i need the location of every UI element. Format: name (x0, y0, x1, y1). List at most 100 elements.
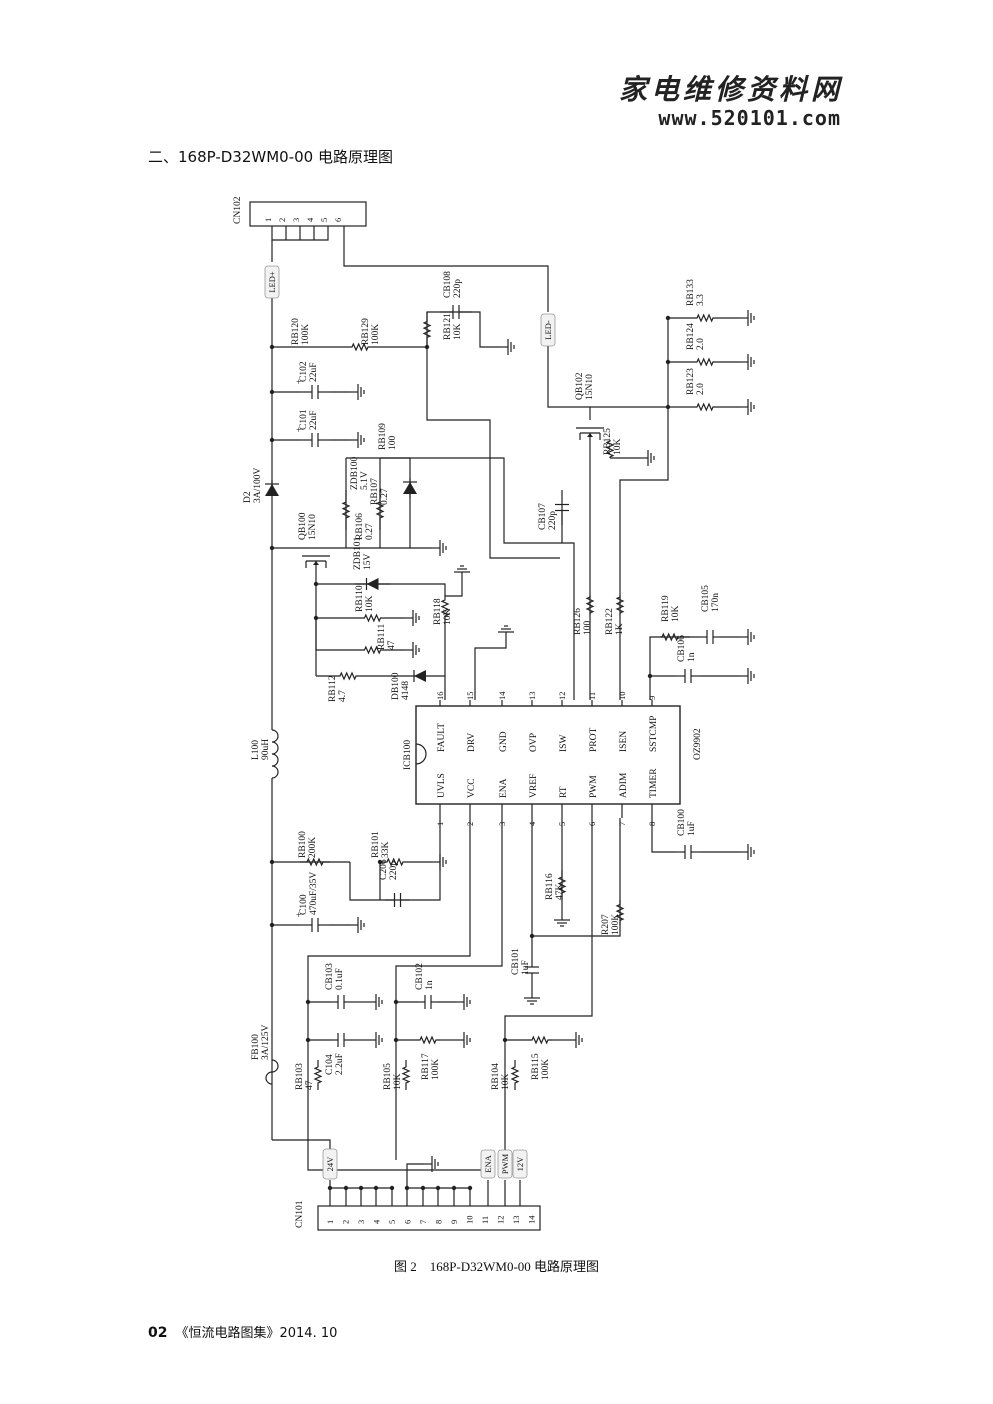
mosfet-qb102 (576, 427, 604, 440)
ic-pin-6: 6 (587, 822, 597, 826)
ground-symbol (424, 1156, 439, 1172)
ic-oz9902 (415, 705, 681, 805)
cb106-value: 1n (687, 652, 697, 662)
inductor-l100 (271, 729, 279, 779)
db100-value: 4148 (401, 681, 411, 700)
rb104-ref: RB104 (491, 1063, 501, 1090)
resistor-rb125 (605, 440, 615, 458)
ic-pin-name-vcc: VCC (467, 778, 477, 798)
rb123-value: 2.0 (696, 383, 706, 395)
rb124-ref: RB124 (686, 323, 696, 350)
rb121-value: 10K (453, 324, 463, 341)
ic-pin-name-pwm: PWM (589, 775, 599, 798)
ic-pin-2: 2 (465, 822, 475, 826)
rb118-value: 10K (443, 609, 453, 626)
cb100-ref: CB100 (677, 809, 687, 836)
ground-symbol (405, 610, 420, 626)
ground-symbol (368, 994, 383, 1010)
ground-symbol (568, 1032, 583, 1048)
ic-pin-name-sstcmp: SSTCMP (649, 716, 659, 752)
cb108-value: 220p (453, 279, 463, 298)
net-ena (480, 1149, 496, 1179)
cn102-pin-6: 6 (333, 218, 343, 222)
resistor-rb118 (440, 596, 450, 620)
zdb100-value: 5.1V (360, 471, 370, 490)
ground-symbol (740, 399, 755, 415)
rb104-value: 10K (501, 1074, 511, 1091)
resistor-rb119 (660, 632, 680, 642)
ic-pin-name-drv: DRV (467, 733, 477, 752)
rb106-ref: RB106 (355, 513, 365, 540)
rb125-value: 10K (613, 439, 623, 456)
rb105-value: 10K (393, 1074, 403, 1091)
cb103-value: 0.1uF (335, 968, 345, 990)
rb110-value: 10K (365, 596, 375, 613)
components (249, 201, 755, 1231)
capacitor-cb105 (700, 630, 720, 644)
ground-symbol (740, 844, 755, 860)
c104-value: 2.2uF (335, 1053, 345, 1075)
section-title: 二、168P-D32WM0-00 电路原理图 (148, 148, 393, 166)
rb110-ref: RB110 (355, 585, 365, 612)
cn101-pin-13: 13 (511, 1216, 521, 1225)
rb115-value: 100K (541, 1059, 551, 1080)
wires (269, 226, 740, 1206)
rb115-ref: RB115 (531, 1053, 541, 1080)
ic-part-number: OZ9902 (693, 728, 703, 760)
rb111-value: 47 (387, 640, 397, 650)
ground-symbol (498, 625, 514, 640)
capacitor-c104 (330, 1033, 352, 1047)
ground-symbol (350, 384, 365, 400)
ground-symbol (456, 994, 471, 1010)
cn102-pin-2: 2 (277, 218, 287, 222)
ground-symbol (740, 354, 755, 370)
figure-caption: 图 2 168P-D32WM0-00 电路原理图 (393, 1259, 600, 1274)
zdb101-value: 15V (363, 554, 373, 571)
fuse-fb100 (265, 1059, 279, 1085)
c102-value: 22uF (309, 362, 319, 382)
ic-pin-10: 10 (617, 692, 627, 701)
resistor-rb122 (615, 595, 625, 615)
r207-value: 100K (611, 914, 621, 935)
mosfet-qb100 (302, 555, 330, 568)
net-led-minus (540, 313, 556, 347)
ground-symbol (524, 990, 540, 1005)
rb111-ref: RB111 (377, 624, 387, 650)
resistor-rb121 (422, 312, 432, 347)
c102-ref: C102 (299, 361, 309, 382)
ic-pin-8: 8 (647, 822, 657, 826)
rb109-ref: RB109 (378, 423, 388, 450)
qb102-ref: QB102 (575, 372, 585, 400)
resistor-rb111 (360, 645, 385, 655)
rb122-value: 1K (615, 623, 625, 635)
c100-polarity: + (296, 911, 301, 921)
resistor-rb100 (300, 857, 330, 867)
ic-pin-16: 16 (435, 692, 445, 701)
fb100-value: 3A/125V (261, 1025, 271, 1061)
ground-symbol (640, 450, 655, 466)
cn102-pin-1: 1 (263, 218, 273, 222)
ic-pin-name-prot: PROT (589, 728, 599, 752)
ground-symbol (554, 912, 570, 927)
page-number: 02 (148, 1325, 168, 1341)
rb120-value: 100K (301, 324, 311, 345)
ground-symbol (500, 339, 515, 355)
page-footer: 02《恒流电路图集》2014. 10 (148, 1322, 337, 1341)
ic-pin-name-rt: RT (559, 786, 569, 798)
ground-symbol (740, 668, 755, 684)
cb105-value: 170n (711, 593, 721, 612)
resistor-rb116 (557, 870, 567, 900)
net-24v-text: 24V (325, 1156, 335, 1172)
cn101-pin-8: 8 (434, 1220, 444, 1224)
rb105-ref: RB105 (383, 1063, 393, 1090)
qb102-value: 15N10 (585, 374, 595, 400)
ground-symbol (454, 565, 470, 580)
resistor-rb123 (690, 402, 720, 412)
ic-pin-12: 12 (557, 692, 567, 701)
ic-pin-5: 5 (557, 822, 567, 826)
capacitor-c206 (385, 893, 410, 907)
rb100-ref: RB100 (298, 831, 308, 858)
ic-pin-4: 4 (527, 821, 537, 826)
